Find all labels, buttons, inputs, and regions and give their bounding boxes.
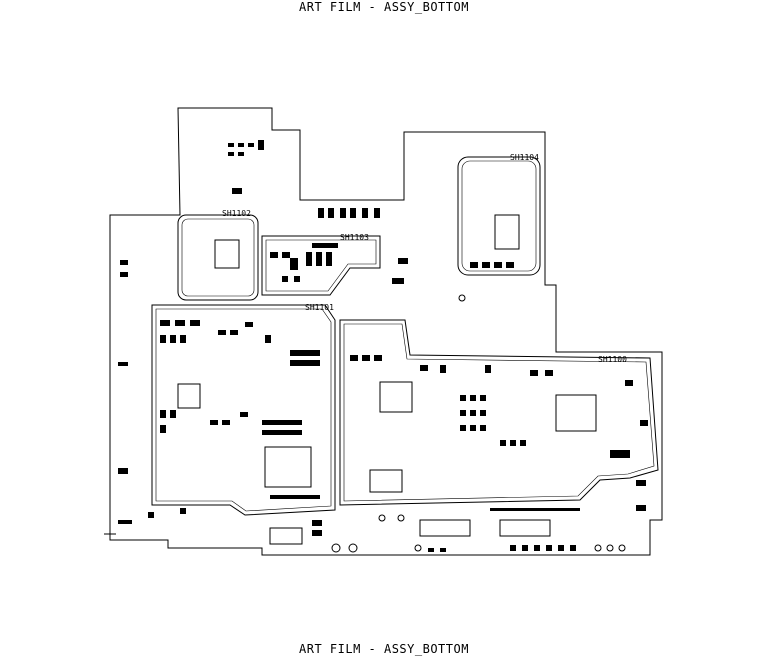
shield-sh1103-inner (265, 239, 377, 292)
shield-label-sh1103: SH1103 (340, 233, 369, 242)
shield-label-sh1104: SH1104 (510, 153, 539, 162)
header-title: ART FILM - ASSY_BOTTOM (299, 0, 469, 14)
shield-sh1102-inner (181, 218, 255, 297)
shield-label-sh1102: SH1102 (222, 209, 251, 218)
shield-sh1100-inner (343, 323, 655, 502)
shield-sh1101 (151, 304, 336, 516)
passive-components (118, 140, 648, 552)
shield-sh1101-inner (155, 308, 332, 512)
mounting-holes (331, 294, 626, 553)
shield-label-sh1100: SH1100 (598, 355, 627, 364)
shield-sh1104-inner (461, 160, 537, 272)
shield-sh1104 (457, 156, 541, 276)
shield-label-sh1101: SH1101 (305, 303, 334, 312)
board-outline (109, 107, 663, 556)
ic-components (177, 214, 597, 545)
shield-sh1102 (177, 214, 259, 301)
footer-title: ART FILM - ASSY_BOTTOM (299, 642, 469, 656)
shield-sh1100 (339, 319, 659, 506)
shield-sh1103 (261, 235, 381, 296)
fiducial-marker (104, 528, 116, 540)
